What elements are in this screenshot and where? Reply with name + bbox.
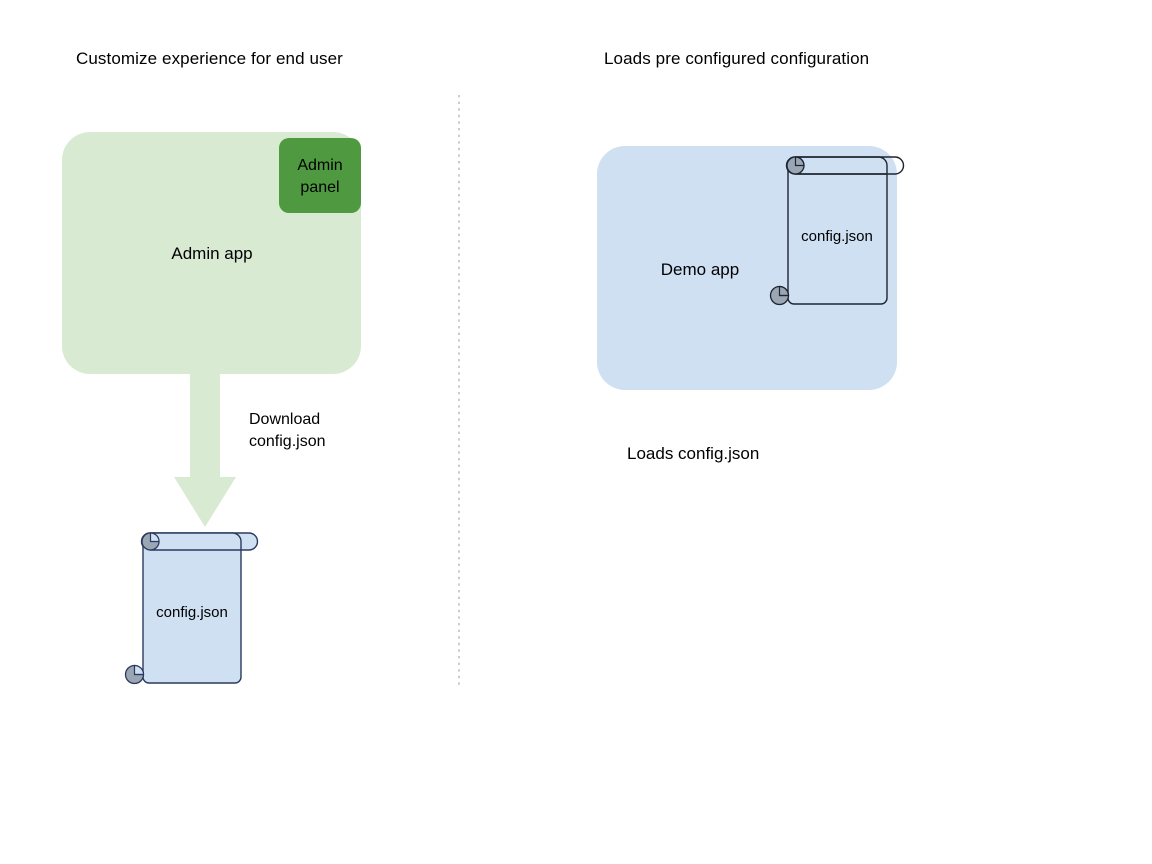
left-config-document[interactable] [124, 532, 259, 685]
loads-config-caption: Loads config.json [627, 444, 760, 463]
left-document-label: config.json [156, 604, 228, 621]
admin-panel-box[interactable] [279, 138, 361, 213]
download-arrow-label-line1: Download [249, 411, 321, 428]
demo-app-box[interactable] [597, 146, 897, 390]
admin-panel-label-line2: panel [300, 179, 340, 196]
admin-app-label: Admin app [171, 244, 253, 263]
demo-app-label: Demo app [660, 260, 740, 279]
right-section-title: Loads pre configured configuration [604, 49, 870, 68]
right-config-document[interactable] [769, 156, 905, 306]
left-section-title: Customize experience for end user [76, 49, 343, 68]
admin-panel-label-line1: Admin [297, 157, 343, 174]
right-document-label: config.json [801, 228, 873, 245]
download-arrow-label-line2: config.json [249, 433, 326, 450]
download-arrow [174, 374, 236, 527]
